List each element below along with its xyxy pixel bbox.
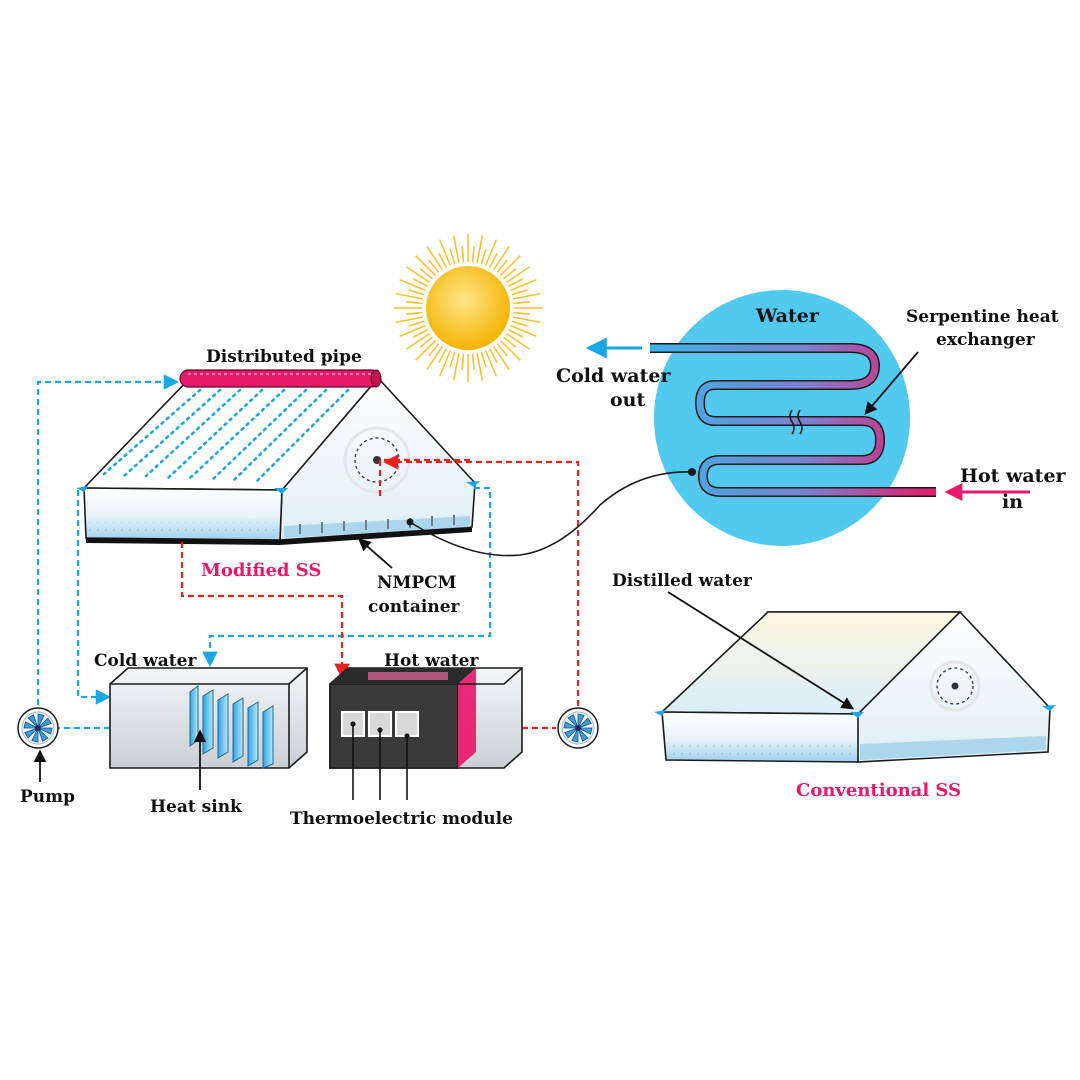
distributed-pipe-label: Distributed pipe — [206, 347, 362, 367]
conventional-ss-label: Conventional SS — [796, 780, 961, 801]
cold-water-tank-label: Cold water — [94, 651, 197, 671]
heat-sink-label: Heat sink — [150, 797, 243, 817]
distilled-water-label: Distilled water — [612, 571, 753, 591]
serpentine-label-line2: exchanger — [936, 330, 1036, 350]
heat-sink-fins — [189, 685, 274, 769]
hot-water-in-label-line2: in — [1002, 491, 1023, 513]
cold-water-out-label-line1: Cold water — [556, 365, 671, 387]
hot-water-tank-label: Hot water — [384, 651, 479, 671]
modified-solar-still — [76, 376, 480, 545]
nmpcm-label-line2: container — [368, 597, 461, 617]
pump-label: Pump — [20, 787, 75, 807]
distributed-pipe — [179, 369, 382, 388]
thermoelectric-module-label: Thermoelectric module — [290, 809, 513, 829]
fan-icon — [557, 707, 599, 749]
cold-water-circuit — [36, 374, 492, 730]
nmpcm-connector-line — [409, 471, 693, 557]
conventional-solar-still — [654, 611, 1056, 763]
hot-water-circuit — [180, 454, 580, 730]
pump-icon — [17, 707, 59, 749]
water-spray-streams — [102, 388, 350, 484]
nmpcm-label-line1: NMPCM — [377, 573, 457, 593]
serpentine-label-line1: Serpentine heat — [906, 307, 1059, 327]
hot-water-in-label-line1: Hot water — [960, 465, 1067, 487]
cold-water-out-label-line2: out — [610, 389, 645, 411]
modified-ss-label: Modified SS — [201, 560, 321, 581]
cold-water-tank — [109, 667, 308, 769]
sun-icon — [394, 234, 542, 382]
thermoelectric-modules — [341, 711, 419, 737]
heat-exchanger-detail — [650, 290, 936, 546]
water-label: Water — [755, 305, 820, 327]
hot-water-tank — [329, 667, 523, 769]
